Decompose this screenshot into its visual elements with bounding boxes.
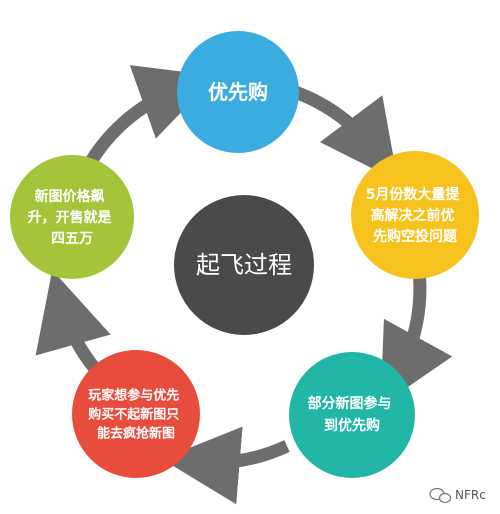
- watermark: NFRc: [429, 487, 486, 504]
- node-n3: 部分新图参与 到优先购: [289, 352, 415, 478]
- node-n4-label: 玩家想参与优先 购买不起新图只 能去疯抢新图: [88, 385, 184, 442]
- node-n4-circle: [72, 350, 200, 478]
- node-n5-label: 新图价格飙 升，开售就是 四五万: [28, 185, 117, 247]
- node-n2-circle: [351, 151, 479, 279]
- node-n5: 新图价格飙 升，开售就是 四五万: [10, 155, 134, 279]
- node-n3-circle: [289, 352, 415, 478]
- node-n2: 5月份数大量提 高解决之前优 先购空投问题: [351, 151, 479, 279]
- arrow-n2-to-n3: [380, 262, 453, 406]
- node-n2-label: 5月份数大量提 高解决之前优 先购空投问题: [366, 183, 465, 245]
- watermark-text: NFRc: [455, 488, 486, 502]
- node-n1-circle: [177, 31, 299, 153]
- arrow-n3-to-n4: [161, 426, 290, 505]
- wechat-icon: [429, 487, 452, 504]
- arrow-n4-to-n5: [35, 269, 111, 375]
- arrow-n1-to-n2: [292, 85, 398, 182]
- center-circle: [174, 195, 314, 335]
- node-n3-label: 部分新图参与 到优先购: [308, 392, 397, 434]
- node-n1: 优先购: [177, 31, 299, 153]
- center-node: 起飞过程: [174, 195, 314, 335]
- center-label: 起飞过程: [196, 251, 292, 279]
- node-n1-label: 优先购: [208, 80, 268, 104]
- node-n5-circle: [10, 155, 134, 279]
- node-n4: 玩家想参与优先 购买不起新图只 能去疯抢新图: [72, 350, 200, 478]
